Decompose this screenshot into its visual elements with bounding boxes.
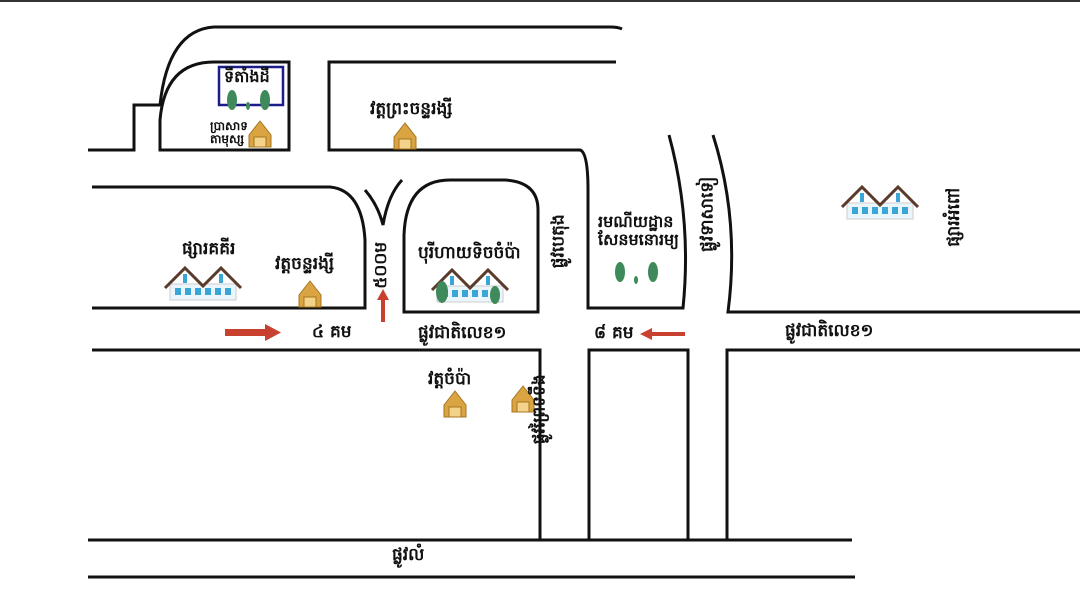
road-south-label: ផ្លូវព្រៃទទឹង: [529, 374, 550, 445]
map-border: [0, 0, 1080, 2]
temple-icon: [511, 385, 535, 413]
road-edge-north-outer: [88, 25, 623, 152]
road-edge-south-1: [92, 348, 542, 540]
block-south-east: [725, 348, 1080, 540]
market-left-label: ផ្សារគគីរ: [182, 239, 236, 259]
house-icon: [430, 267, 510, 303]
arrow-east-icon: [225, 324, 281, 341]
wat-champa-label: វត្តចំប៉ា: [428, 369, 472, 389]
road-edge-curve-east: [711, 134, 1080, 314]
tree-icon: [227, 90, 270, 110]
land-location-box: [217, 65, 285, 107]
distance-8km-label: ៨ គម: [594, 323, 634, 343]
temple-icon: [393, 122, 417, 150]
house-icon: [840, 184, 920, 220]
road-junction-v: [363, 178, 404, 226]
block-land: [158, 60, 291, 152]
arrow-north-icon: [377, 289, 389, 322]
tree-icon: [436, 281, 500, 304]
block-wat-preah: [327, 60, 688, 310]
road-right-curve-label: ផ្លូវទាសាទៀ: [697, 176, 718, 252]
wat-chan-rangsey-label: វត្តចន្ទរង្សី: [275, 254, 335, 274]
arrow-west-icon: [640, 328, 685, 340]
block-south-mid: [587, 348, 690, 540]
borey-label: បុរីហាយទិចចំប៉ា: [418, 243, 521, 263]
resort-label: រមណីយដ្ឋាន សែនមនោរម្យ: [598, 212, 679, 249]
dirt-road-label: ផ្លូវលំ: [392, 545, 425, 565]
distance-4km-label: ៤ គម: [312, 322, 352, 342]
distance-500m-label: ៥០០ម: [371, 241, 392, 289]
block-borey: [402, 178, 540, 314]
temple-icon: [443, 390, 467, 418]
temple-icon: [298, 280, 322, 308]
land-location-label: ទីតាំងដី: [224, 67, 270, 86]
tree-icon: [615, 262, 658, 284]
national-road-1-right-label: ផ្លូវជាតិលេខ១: [785, 321, 874, 341]
wat-preah-chan-rangsey-label: វត្តព្រះចន្ទរង្សី: [370, 99, 453, 119]
national-road-1-left-label: ផ្លូវជាតិលេខ១: [418, 323, 507, 343]
block-market-left: [92, 185, 367, 310]
temple-icon: [248, 120, 272, 148]
temple-ta-mus-label: ប្រាសាទ តាមុស្ស: [210, 119, 248, 147]
market-right-label: ផ្សារអំពៅ: [944, 187, 965, 247]
concrete-road-label: ផ្លូវបេតុង: [548, 214, 569, 269]
house-icon: [163, 265, 243, 301]
